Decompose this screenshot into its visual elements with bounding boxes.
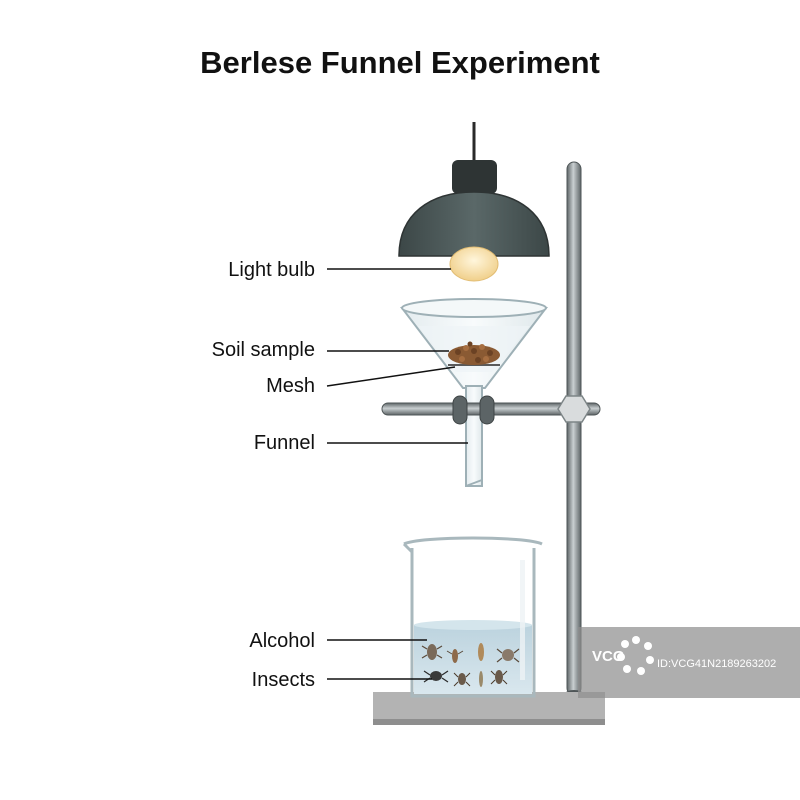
- insect-legs: [421, 645, 443, 659]
- insect-body: [478, 643, 484, 661]
- clamp-jaw-left: [452, 395, 468, 425]
- logo-dot: [621, 640, 629, 648]
- soil-grain: [479, 344, 485, 350]
- funnel-rim: [401, 298, 547, 318]
- insects: [421, 643, 520, 687]
- insect-legs: [446, 650, 464, 655]
- insect: [490, 670, 508, 685]
- insect-legs: [453, 672, 471, 687]
- label-soil-sample-text: Soil sample: [212, 339, 315, 361]
- logo-dot: [623, 665, 631, 673]
- label-mesh: Mesh: [266, 366, 456, 397]
- label-funnel: Funnel: [254, 432, 468, 454]
- insect-legs: [496, 648, 520, 663]
- soil-grain: [467, 341, 473, 347]
- beaker-spout: [402, 542, 414, 554]
- lamp-cap: [452, 160, 497, 194]
- watermark-brand: VCG: [592, 648, 625, 665]
- page-title: Berlese Funnel Experiment: [200, 45, 600, 80]
- beaker-glass-glint: [520, 560, 525, 680]
- insect-legs: [490, 670, 508, 685]
- funnel: [399, 298, 549, 487]
- label-soil-sample: Soil sample: [212, 339, 449, 361]
- soil-grain: [483, 356, 489, 362]
- soil-sample: [448, 341, 500, 365]
- watermark-logo-icon: [617, 636, 654, 675]
- base-plate-edge: [373, 719, 605, 725]
- insect: [421, 644, 443, 660]
- insect-legs: [423, 670, 449, 683]
- label-mesh-text: Mesh: [266, 375, 315, 397]
- alcohol-surface: [414, 620, 532, 630]
- label-alcohol: Alcohol: [249, 630, 427, 652]
- light-bulb: [449, 246, 499, 282]
- soil-grain: [471, 348, 477, 354]
- insect-body: [430, 671, 442, 681]
- insect-body: [458, 673, 466, 685]
- clamp: [381, 395, 601, 425]
- insect-body: [427, 644, 437, 660]
- boss-head-nut: [557, 395, 591, 423]
- logo-dot: [632, 636, 640, 644]
- label-insects: Insects: [252, 669, 432, 691]
- soil-grain: [459, 356, 465, 362]
- soil-grain: [475, 357, 481, 363]
- label-funnel-text: Funnel: [254, 432, 315, 454]
- insect: [496, 648, 520, 663]
- soil-grain: [463, 345, 469, 351]
- insect-body: [502, 649, 514, 661]
- stand-rod: [566, 161, 582, 696]
- lamp-shade: [398, 191, 550, 257]
- funnel-stem-tip: [465, 479, 483, 487]
- label-light-bulb-text: Light bulb: [228, 259, 315, 281]
- logo-dot: [644, 642, 652, 650]
- insect-body: [452, 649, 458, 663]
- lamp: [398, 122, 550, 282]
- funnel-stem: [465, 385, 483, 487]
- insect: [478, 643, 484, 661]
- insect: [479, 671, 483, 687]
- clamp-jaw-right: [479, 395, 495, 425]
- insect: [446, 649, 464, 663]
- watermark-box: [578, 627, 800, 698]
- label-insects-text: Insects: [252, 669, 315, 691]
- label-alcohol-text: Alcohol: [249, 630, 315, 652]
- watermark: VCG ID:VCG41N2189263202: [578, 627, 800, 698]
- label-light-bulb: Light bulb: [228, 259, 451, 281]
- label-mesh-leader: [326, 366, 456, 387]
- logo-dot: [637, 667, 645, 675]
- logo-dot: [617, 653, 625, 661]
- watermark-id: ID:VCG41N2189263202: [657, 658, 776, 670]
- beaker-rim: [403, 536, 543, 546]
- beaker-glass: [410, 548, 536, 698]
- insect-body: [495, 670, 503, 684]
- insect: [453, 672, 471, 687]
- soil-grain: [455, 349, 461, 355]
- retort-stand: [565, 161, 583, 698]
- insect-body: [479, 671, 483, 687]
- soil-grain: [487, 350, 493, 356]
- logo-dot: [646, 656, 654, 664]
- beaker: [402, 536, 543, 698]
- insect: [423, 670, 449, 683]
